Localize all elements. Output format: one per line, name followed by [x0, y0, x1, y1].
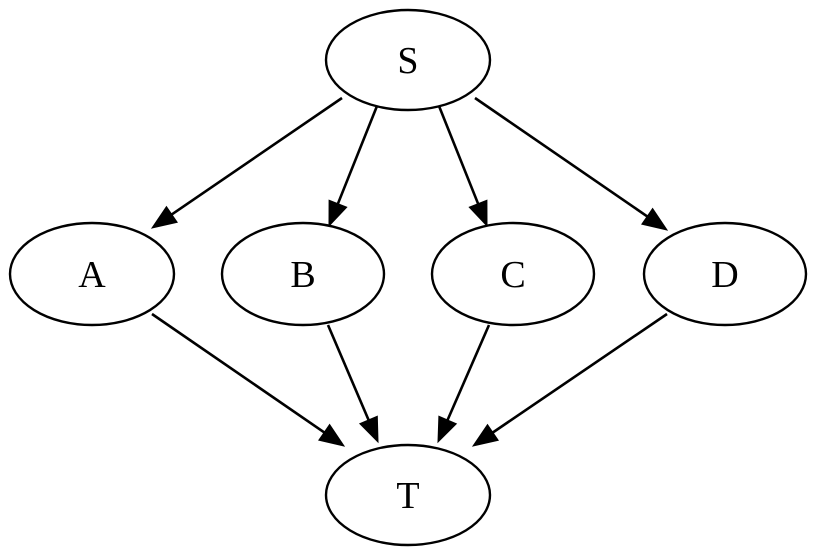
node-b[interactable]: B: [220, 221, 386, 327]
arrowhead-icon: [328, 199, 348, 228]
edge-b-t: [326, 324, 379, 444]
edge-line: [326, 324, 372, 425]
node-label: B: [290, 254, 315, 296]
node-a[interactable]: A: [8, 221, 176, 327]
node-shape[interactable]: [430, 221, 596, 327]
edge-line: [488, 312, 668, 436]
edge-line: [437, 105, 481, 208]
edge-s-d: [474, 96, 669, 231]
node-shape[interactable]: [8, 221, 176, 327]
edge-d-t: [471, 312, 668, 447]
edge-line: [335, 105, 379, 208]
arrowhead-icon: [471, 423, 500, 447]
edge-s-a: [150, 96, 343, 229]
node-shape[interactable]: [642, 221, 808, 327]
arrowhead-icon: [437, 415, 458, 444]
node-shape[interactable]: [324, 443, 492, 547]
node-shape[interactable]: [324, 8, 492, 112]
arrowhead-icon: [641, 207, 669, 231]
node-t[interactable]: T: [324, 443, 492, 547]
node-label: A: [78, 254, 106, 296]
edge-line: [167, 96, 343, 218]
arrowhead-icon: [150, 205, 178, 229]
arrowhead-icon: [318, 423, 346, 447]
node-shape[interactable]: [220, 221, 386, 327]
nodes-layer: S A B C D T: [8, 8, 808, 547]
edge-s-c: [437, 105, 488, 228]
node-c[interactable]: C: [430, 221, 596, 327]
node-label: S: [397, 40, 418, 82]
edge-a-t: [151, 312, 346, 447]
arrowhead-icon: [468, 199, 488, 228]
node-label: C: [500, 254, 525, 296]
edge-s-b: [328, 105, 379, 228]
edges-layer: [150, 96, 669, 447]
edge-c-t: [437, 324, 491, 444]
edge-line: [474, 96, 652, 220]
node-label: T: [396, 475, 419, 517]
edge-line: [444, 324, 491, 425]
node-label: D: [711, 254, 738, 296]
node-s[interactable]: S: [324, 8, 492, 112]
node-d[interactable]: D: [642, 221, 808, 327]
arrowhead-icon: [358, 415, 379, 444]
edge-line: [151, 312, 329, 436]
